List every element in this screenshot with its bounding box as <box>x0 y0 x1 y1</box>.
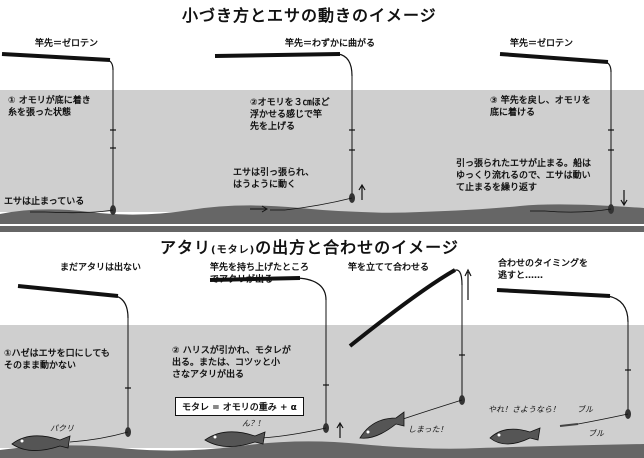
caption-c: 竿を立てて合わせる <box>348 263 430 273</box>
step-1: ① オモリが底に着き 糸を張った状態 <box>8 96 91 118</box>
leader-c <box>399 399 463 421</box>
sound-a: ブル <box>577 405 593 414</box>
section2-title-post: の出方と合わせのイメージ <box>255 238 459 257</box>
fish-c <box>359 411 405 439</box>
water-band-bottom <box>0 325 644 448</box>
step-a: ①ハゼはエサを口にしても そのまま動かない <box>4 349 110 371</box>
arrow-2 <box>250 205 268 213</box>
sound-b: ブル <box>588 429 604 438</box>
bait-d <box>559 423 579 427</box>
seabed-top <box>0 204 644 224</box>
fish-sound-a: パクリ <box>50 424 74 433</box>
rod-b-tip <box>297 277 327 301</box>
up-arrow-b <box>336 421 344 438</box>
fish-d <box>489 427 541 445</box>
fish-b-eye <box>213 435 217 439</box>
rod-label-1: 竿先＝ゼロテン <box>35 39 99 49</box>
bait-note-3: 引っ張られたエサが止まる。船は ゆっくり流れるので、エサは動い て止まるを繰り返… <box>456 159 592 193</box>
water-band-top <box>0 90 644 212</box>
fish-sound-c: しまった！ <box>408 425 448 434</box>
up-arrow-2 <box>358 183 366 200</box>
section-divider <box>0 226 644 232</box>
bait-note-1: エサは止まっている <box>4 197 85 207</box>
rod-1-tip <box>107 59 114 71</box>
caption-a: まだアタリは出ない <box>60 263 142 273</box>
rod-b <box>209 276 301 282</box>
rod-1 <box>1 52 111 62</box>
fish-sound-b: ん？! <box>242 419 262 428</box>
fish-a-eye <box>20 439 24 443</box>
rod-2 <box>214 52 341 58</box>
rod-d <box>496 288 611 298</box>
rod-c <box>348 268 456 348</box>
caption-d: 合わせのタイミングを 逃すと…… <box>498 259 589 281</box>
fish-c-eye <box>366 430 370 434</box>
section2-title: アタリ(モタレ)の出方と合わせのイメージ <box>160 234 459 258</box>
bait-note-2: エサは引っ張られ、 はうように動く <box>233 168 315 190</box>
step-b: ② ハリスが引かれ、モタレが 出る。または、コツッと小 さなアタリが出る <box>172 346 291 380</box>
rod-3-tip <box>605 61 612 73</box>
rod-label-2: 竿先＝わずかに曲がる <box>285 39 376 49</box>
section2-title-small: (モタレ) <box>211 245 256 256</box>
fish-b <box>204 431 266 447</box>
step-2: ②オモリを３㎝ほど 浮かせる感じで竿 先を上げる <box>250 98 330 132</box>
rod-label-3: 竿先＝ゼロテン <box>510 39 574 49</box>
caption-b: 竿先を持ち上げたところ でアタリが出る <box>210 263 310 285</box>
seabed-bottom <box>0 441 644 458</box>
leader-3 <box>544 208 612 213</box>
up-arrow-c <box>464 268 472 300</box>
leader-d <box>577 413 629 425</box>
formula-box: モタレ = オモリの重み + α <box>175 397 304 416</box>
leader-2 <box>284 197 353 211</box>
down-arrow-3 <box>620 190 628 207</box>
section1-title: 小づき方とエサの動きのイメージ <box>182 6 437 25</box>
fish-sound-d: やれ！さようなら！ <box>488 405 560 414</box>
rod-2-tip <box>337 53 353 77</box>
rod-3 <box>499 52 609 64</box>
section2-title-pre: アタリ <box>160 238 212 257</box>
rod-c-tip <box>452 269 463 286</box>
step-3: ③ 竿先を戻し、オモリを 底に着ける <box>490 96 591 118</box>
rod-d-tip <box>607 295 629 323</box>
fish-d-eye <box>497 433 501 437</box>
rod-a-tip <box>115 295 129 319</box>
leader-1 <box>44 209 114 214</box>
rod-a <box>17 284 119 298</box>
leader-b <box>261 427 327 439</box>
fish-a <box>11 435 71 451</box>
leader-a <box>69 431 129 443</box>
